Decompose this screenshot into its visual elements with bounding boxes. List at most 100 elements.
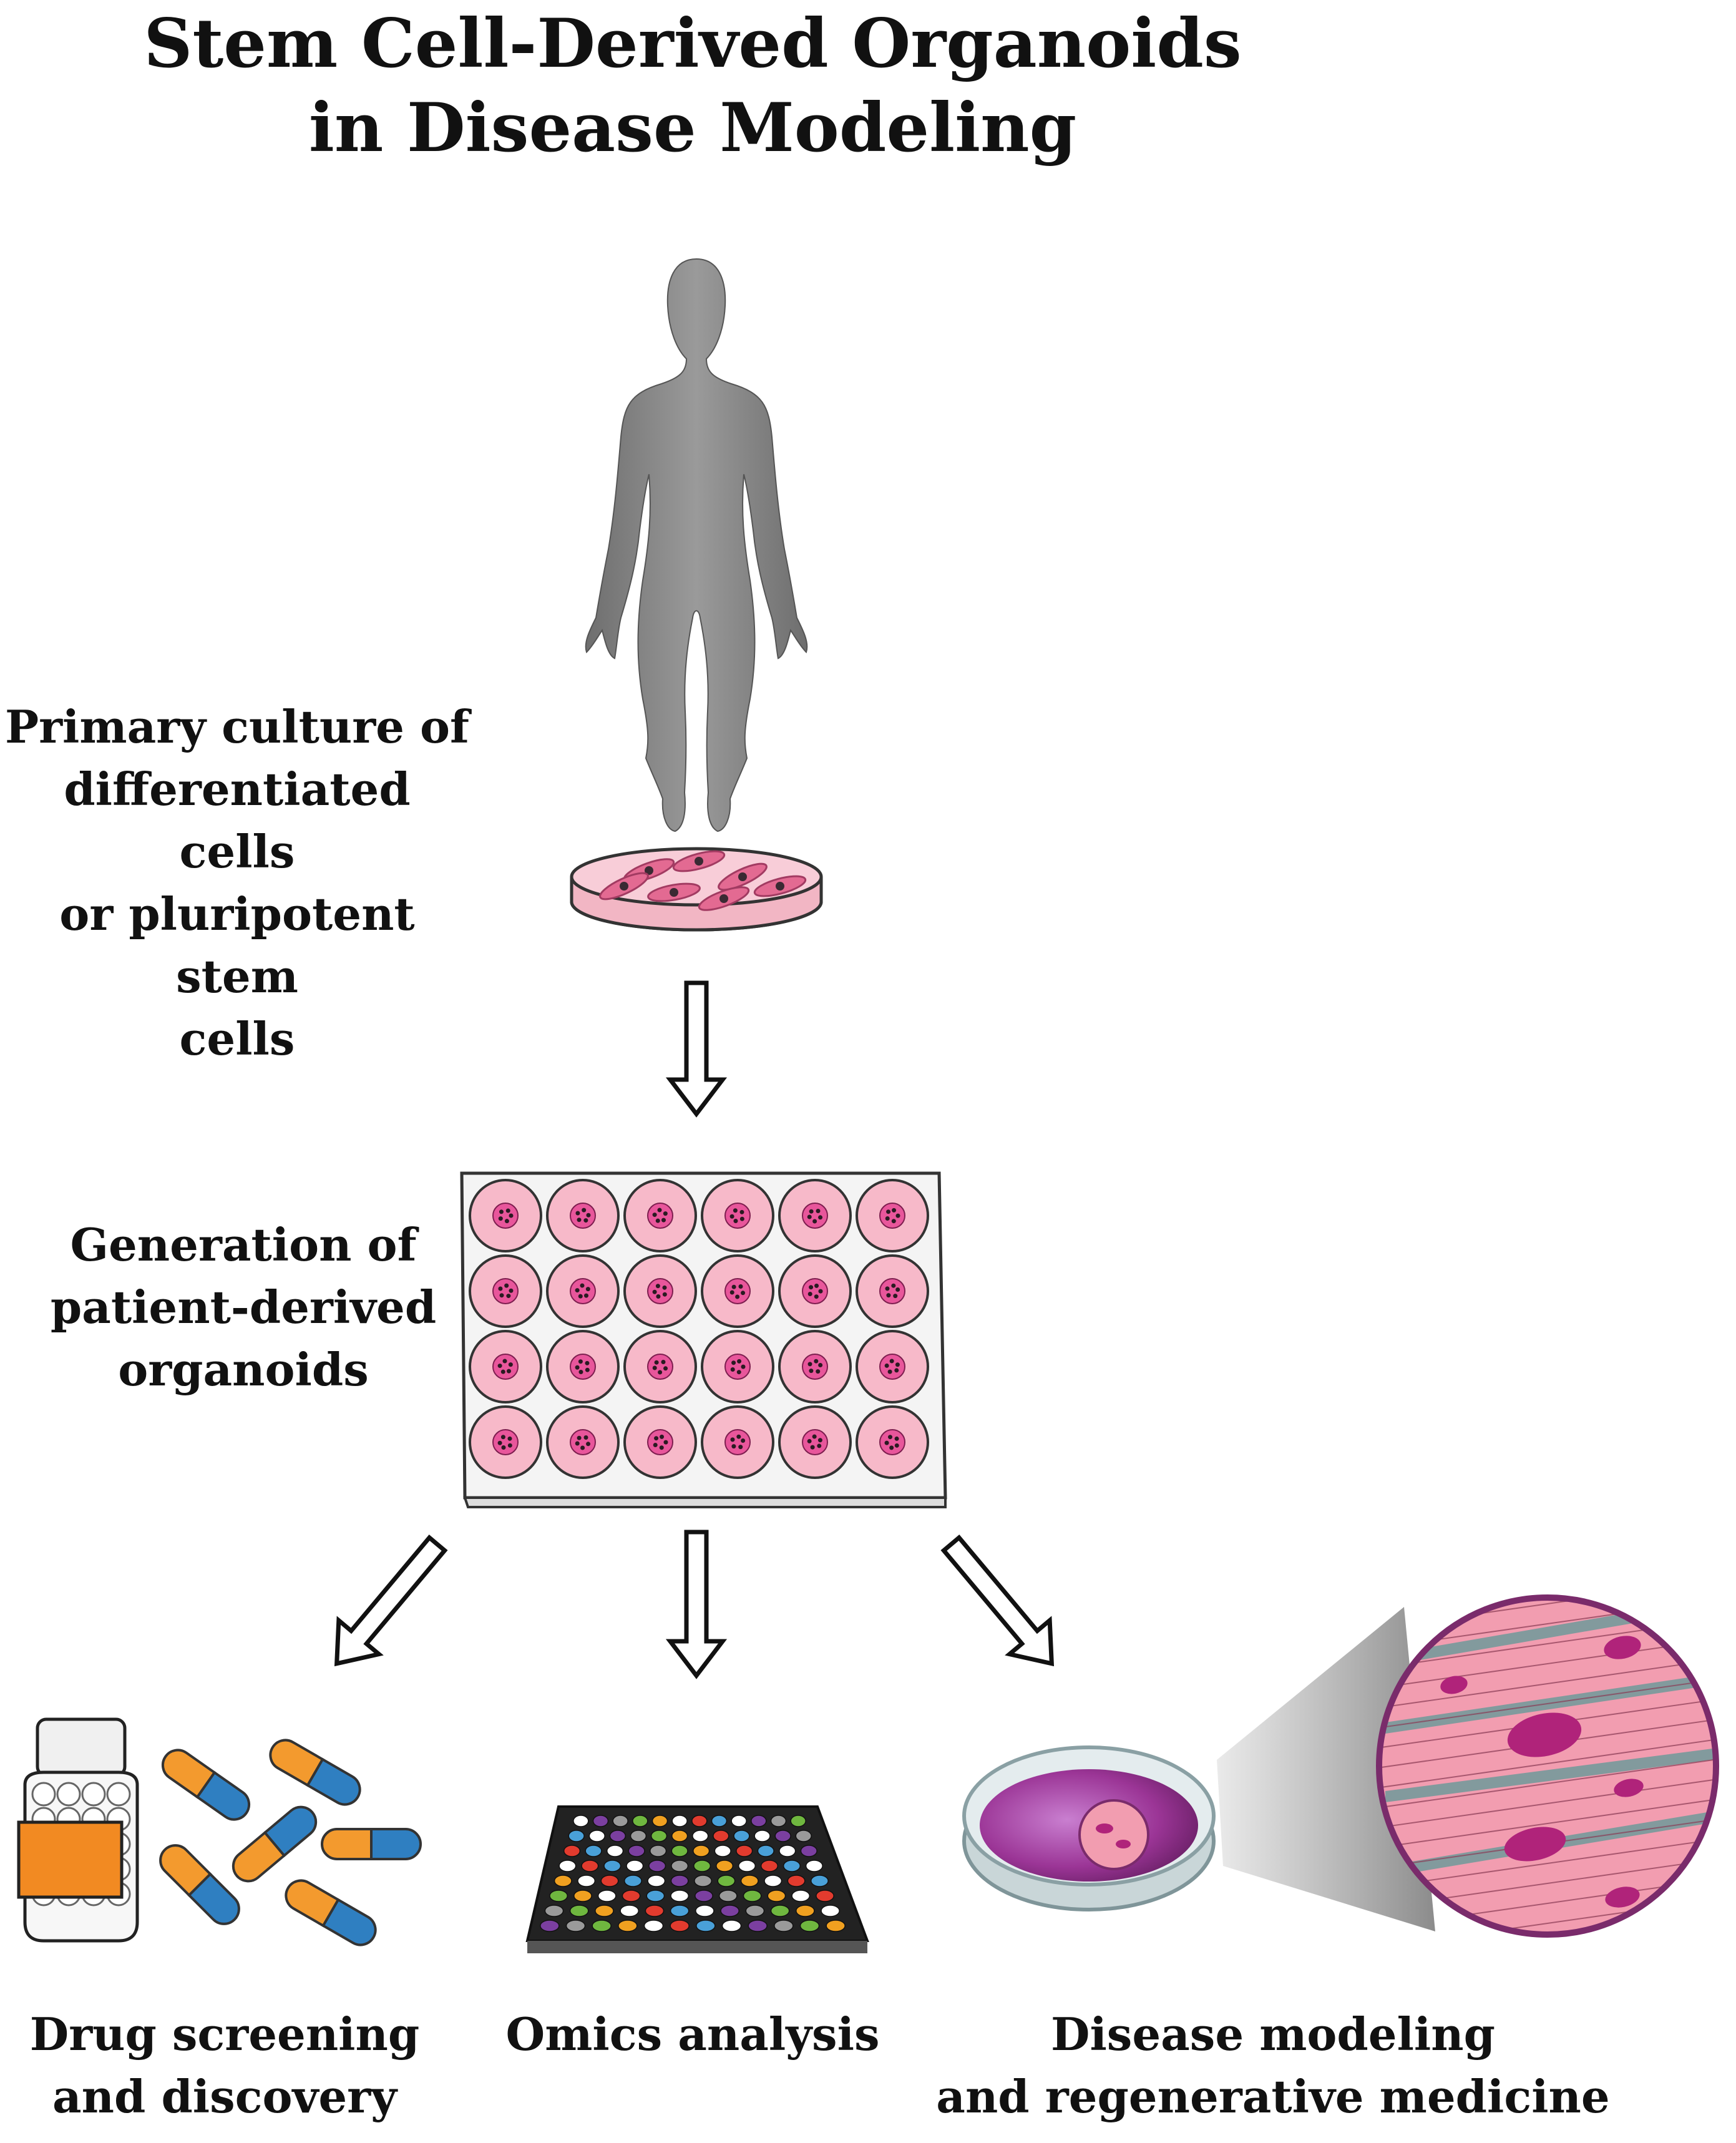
cell-nucleus xyxy=(719,894,728,903)
capsule-half xyxy=(370,1828,422,1860)
label-disease-modeling: Disease modeling and regenerative medici… xyxy=(924,2003,1622,2128)
organoid-dot xyxy=(739,1209,744,1214)
microplate-well xyxy=(754,1830,771,1842)
microplate-well xyxy=(805,1860,823,1872)
organoid-dot xyxy=(505,1208,510,1213)
organoid-dot xyxy=(731,1360,736,1365)
organoid xyxy=(879,1278,905,1304)
organoid-dot xyxy=(575,1441,580,1446)
microplate-well xyxy=(721,1920,742,1932)
organoid-dot xyxy=(895,1287,900,1292)
organoid-dot xyxy=(656,1294,661,1299)
organoid-dot xyxy=(583,1218,588,1223)
capsule-half xyxy=(285,1879,340,1928)
organoid-dot xyxy=(509,1213,514,1218)
microplate-well xyxy=(573,1890,592,1902)
organoid-dot xyxy=(884,1440,889,1445)
organoid xyxy=(647,1203,673,1229)
organoid-dot xyxy=(733,1218,738,1223)
microplate-well xyxy=(585,1845,602,1857)
capsule-half xyxy=(306,1757,361,1806)
microplate-well xyxy=(731,1815,747,1827)
organoid-dot xyxy=(809,1209,814,1214)
organoid-dot xyxy=(585,1287,590,1292)
organoid-dot xyxy=(730,1437,735,1442)
organoid-dot xyxy=(663,1366,668,1371)
organoid-dot xyxy=(586,1442,591,1447)
organoid-dot xyxy=(738,1445,743,1450)
microplate-well xyxy=(650,1845,667,1857)
microplate-well xyxy=(751,1815,767,1827)
organoid xyxy=(802,1354,828,1380)
microplate-well xyxy=(826,1920,846,1932)
organoid-dot xyxy=(580,1283,585,1288)
cell-nucleus xyxy=(776,882,784,891)
organoid-dot xyxy=(500,1369,505,1374)
organoid-dot xyxy=(895,1362,900,1367)
organoid-dot xyxy=(893,1294,898,1299)
microplate-well xyxy=(671,1815,688,1827)
nucleus xyxy=(1504,1827,1566,1862)
microplate-well xyxy=(774,1830,791,1842)
organoid-dot xyxy=(585,1367,590,1372)
arrow-shape xyxy=(940,1535,1055,1667)
microplate-well xyxy=(623,1875,642,1887)
capsule-half xyxy=(187,1872,240,1925)
microplate-well xyxy=(799,1920,820,1932)
capsule-icon xyxy=(321,1828,422,1860)
cell-nucleus xyxy=(738,872,747,881)
organoid-dot xyxy=(652,1365,657,1370)
organoid-dot xyxy=(735,1294,740,1299)
microplate-well xyxy=(716,1860,734,1872)
microplate-well xyxy=(767,1890,786,1902)
capsule-half xyxy=(161,1749,217,1799)
cell-nucleus xyxy=(620,882,628,891)
microplate-well xyxy=(760,1860,779,1872)
microplate-well xyxy=(573,1815,589,1827)
nucleus xyxy=(1605,1887,1640,1908)
label-line: and regenerative medicine xyxy=(936,2070,1610,2123)
organoid-dot xyxy=(506,1369,511,1374)
microplate-well xyxy=(647,1875,666,1887)
capsule-icon xyxy=(161,1749,251,1821)
microplate-well xyxy=(733,1830,750,1842)
nucleus xyxy=(1507,1712,1582,1757)
label-line: Generation of xyxy=(70,1218,417,1271)
microplate-well xyxy=(544,1905,564,1917)
cell-nucleus xyxy=(645,866,653,875)
organoid xyxy=(724,1429,751,1455)
microplate-well xyxy=(549,1890,568,1902)
label-line: Drug screening xyxy=(29,2008,420,2061)
microplate-well xyxy=(791,1890,811,1902)
organoid-dot xyxy=(816,1209,821,1214)
microplate-well xyxy=(821,1905,840,1917)
capsule-half xyxy=(232,1830,286,1883)
organoid xyxy=(492,1203,519,1229)
capsule-half xyxy=(321,1898,377,1946)
organoid-dot xyxy=(814,1359,819,1364)
microplate-well xyxy=(592,1815,609,1827)
organoid-dot xyxy=(507,1443,512,1448)
organoid-dot xyxy=(736,1370,741,1375)
organoid-dot xyxy=(509,1288,514,1293)
fiber-line xyxy=(1379,1758,1716,1809)
arrow-down-1 xyxy=(665,980,728,1118)
organoid-dot xyxy=(818,1215,823,1220)
capsule-icon xyxy=(159,1844,240,1925)
microplate-well xyxy=(651,1815,668,1827)
microplate-well xyxy=(622,1890,641,1902)
organoid-dot xyxy=(662,1285,667,1290)
microplate-well xyxy=(540,1920,560,1932)
microplate-well xyxy=(568,1830,585,1842)
organoid-dot xyxy=(575,1288,580,1293)
organoid-dot xyxy=(662,1292,667,1297)
organoid-dot xyxy=(660,1434,665,1439)
organoid xyxy=(570,1278,596,1304)
organoid-dot xyxy=(497,1440,502,1445)
organoid-dot xyxy=(729,1290,734,1295)
organoid-dot xyxy=(658,1370,663,1375)
organoid-dot xyxy=(894,1443,899,1448)
arrow-shape xyxy=(665,980,728,1118)
organoid-dot xyxy=(578,1294,583,1299)
organoid-dot xyxy=(504,1283,509,1288)
